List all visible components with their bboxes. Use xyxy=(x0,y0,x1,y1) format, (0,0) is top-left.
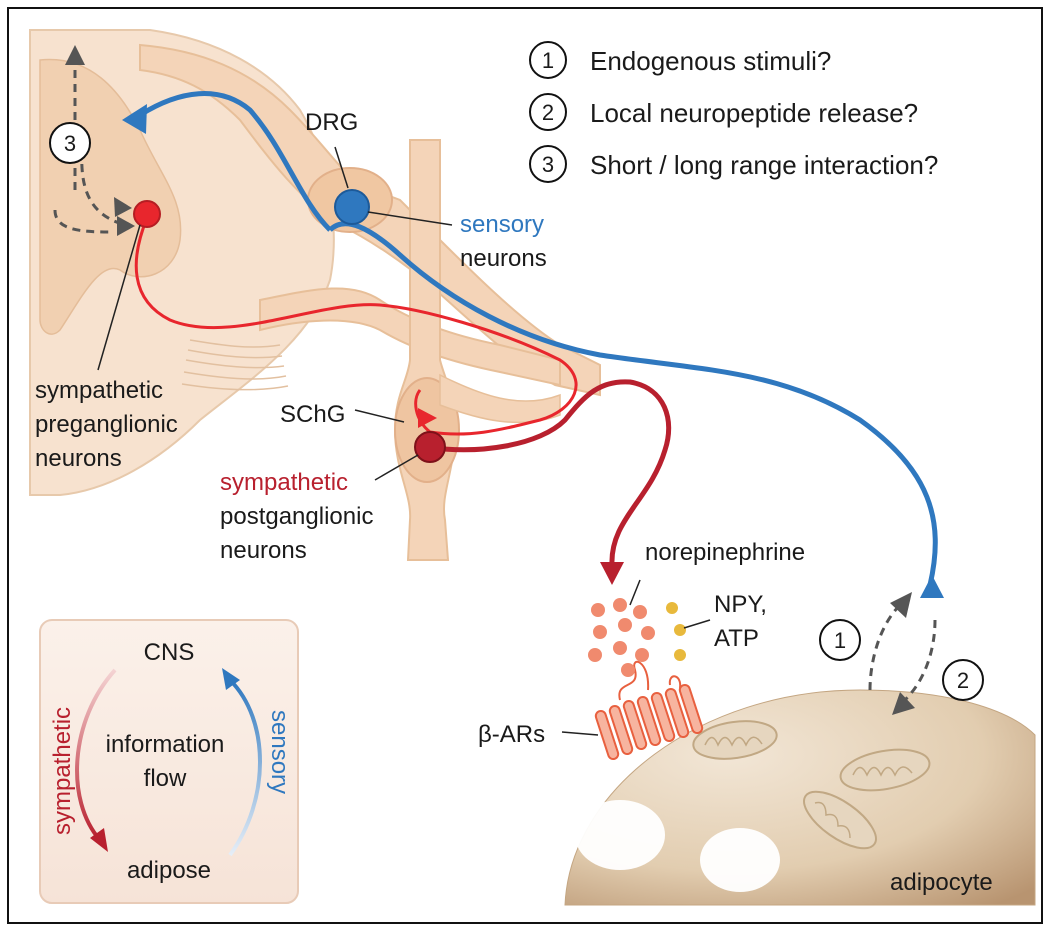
preganglionic-axon xyxy=(134,217,578,436)
label-sensory-neurons: neurons xyxy=(460,245,547,272)
lipid-droplet xyxy=(575,800,665,870)
label-sympathetic: sympathetic xyxy=(220,469,348,496)
mitochondrion xyxy=(839,748,931,792)
question-1-text: Endogenous stimuli? xyxy=(590,46,831,76)
inset-sensory-arrow xyxy=(228,678,262,857)
sensory-central-axon xyxy=(138,91,332,232)
label-preganglionic-1: sympathetic xyxy=(35,377,163,404)
information-flow-inset: CNS adipose information flow sympathetic… xyxy=(39,619,299,904)
marker-1-number: 1 xyxy=(834,628,846,653)
question-3-text: Short / long range interaction? xyxy=(590,150,938,180)
question-2-number: 2 xyxy=(542,100,554,125)
label-atp: ATP xyxy=(714,625,759,652)
label-postganglionic-1: postganglionic xyxy=(220,503,373,530)
question-list: 1 Endogenous stimuli? 2 Local neuropepti… xyxy=(529,41,938,183)
preganglionic-neuron-soma xyxy=(133,200,161,228)
label-preganglionic-2: preganglionic xyxy=(35,411,178,438)
marker-3-number: 3 xyxy=(64,131,76,156)
question-1-number: 1 xyxy=(542,48,554,73)
inset-sensory-label: sensory xyxy=(266,710,293,794)
inset-sympathetic-label: sympathetic xyxy=(49,707,76,835)
sensory-central-arrow-icon xyxy=(122,104,147,134)
question-2-circle xyxy=(529,93,567,131)
question-3-number: 3 xyxy=(542,152,554,177)
inset-adipose-label: adipose xyxy=(127,857,211,884)
figure-border xyxy=(7,7,1043,924)
label-drg: DRG xyxy=(305,109,358,136)
question-2-text: Local neuropeptide release? xyxy=(590,98,918,128)
receptor-loop xyxy=(668,675,682,689)
postganglionic-neuron-soma xyxy=(414,431,446,463)
question-3-circle xyxy=(529,145,567,183)
inset-cns-label: CNS xyxy=(144,639,195,666)
inset-information-label: information xyxy=(106,731,225,758)
arrowhead-up-icon xyxy=(65,45,85,65)
label-postganglionic-2: neurons xyxy=(220,537,307,564)
spinal-nerve xyxy=(139,43,601,561)
label-npy: NPY, xyxy=(714,591,767,618)
postganglionic-axon xyxy=(426,379,672,566)
inset-flow-label: flow xyxy=(144,765,187,792)
marker-3-circle xyxy=(49,122,91,164)
interaction-arrows-3 xyxy=(53,60,126,234)
mitochondrion xyxy=(803,790,877,850)
marker-2-number: 2 xyxy=(957,668,969,693)
npy-atp-vesicles xyxy=(666,602,686,661)
arrow-1-head-icon xyxy=(890,592,912,618)
inset-sensory-arrowhead-icon xyxy=(222,668,240,690)
adipocyte-cell xyxy=(564,689,1036,906)
label-preganglionic-3: neurons xyxy=(35,445,122,472)
beta-adrenergic-receptors xyxy=(594,683,704,761)
label-norepinephrine: norepinephrine xyxy=(645,539,805,566)
drg-sensory-neuron-soma xyxy=(334,189,370,225)
label-adipocyte: adipocyte xyxy=(890,869,993,896)
sensory-peripheral-arrow-icon xyxy=(920,575,944,598)
arrowhead-right-icon xyxy=(114,197,132,217)
label-schg: SChG xyxy=(280,401,345,428)
mitochondrion xyxy=(692,720,778,760)
question-1-circle xyxy=(529,41,567,79)
label-sensory: sensory xyxy=(460,211,544,238)
preganglionic-terminal-arrow-icon xyxy=(418,408,437,428)
inset-sympathetic-arrowhead-icon xyxy=(90,828,108,852)
sensory-peripheral-axon xyxy=(328,221,938,586)
inset-sympathetic-arrow xyxy=(75,668,117,842)
marker-2-circle xyxy=(942,659,984,701)
stimuli-arrows xyxy=(868,603,937,702)
lipid-droplet xyxy=(700,828,780,892)
marker-1-circle xyxy=(819,619,861,661)
norepinephrine-vesicles xyxy=(588,598,655,677)
leader-lines xyxy=(97,146,711,736)
postganglionic-terminal-arrow-icon xyxy=(600,562,624,585)
label-beta-ars: β-ARs xyxy=(478,721,545,748)
arrowhead-right-icon xyxy=(117,216,135,236)
arrow-2-head-icon xyxy=(892,692,915,715)
